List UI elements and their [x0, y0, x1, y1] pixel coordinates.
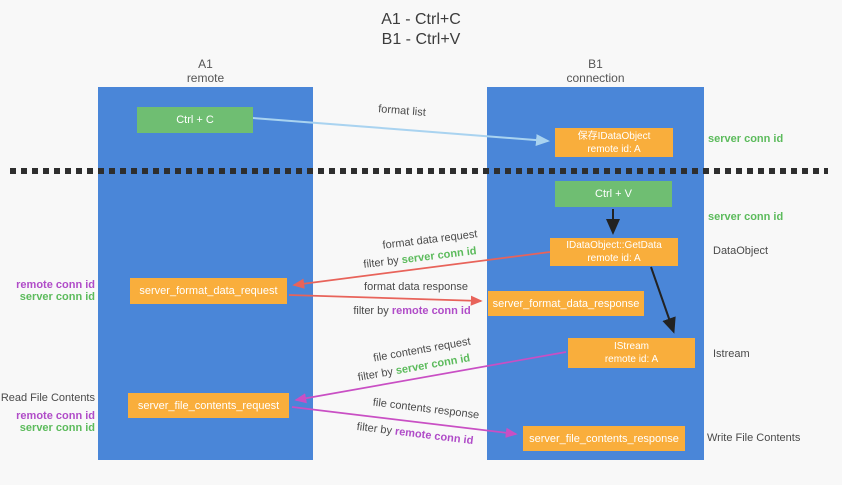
server-format-data-response-label: server_format_data_response	[492, 297, 640, 310]
node-server-file-contents-request: server_file_contents_request	[128, 393, 289, 418]
istream-line1: IStream	[613, 341, 649, 352]
remote-conn-id-label-2: remote conn id	[16, 410, 95, 422]
title-line-1: A1 - Ctrl+C	[381, 11, 461, 28]
format-list-label: format list	[377, 103, 427, 119]
save-idataobject-line1: 保存IDataObject	[577, 130, 651, 142]
node-ctrl-v: Ctrl + V	[555, 181, 672, 207]
annotation-dataobject: DataObject	[713, 245, 769, 257]
annotation-read-file-contents: Read File Contents	[0, 392, 95, 404]
annotation-istream: Istream	[713, 348, 750, 360]
filter-by-prefix-1: filter by	[362, 254, 403, 271]
server-conn-id-label-2: server conn id	[19, 422, 95, 434]
annotation-write-file-contents: Write File Contents	[707, 432, 801, 444]
file-contents-response-label: file contents response	[372, 396, 480, 422]
format-data-response-arrow	[288, 294, 483, 306]
filter-by-remote-conn-id-label-2: filter by remote conn id	[350, 420, 480, 448]
filter-by-remote-conn-id-1: remote conn id	[391, 305, 471, 317]
save-idataobject-line2: remote id: A	[587, 143, 641, 155]
annotation-server-conn-id-mid: server conn id	[708, 211, 784, 223]
column-a-id: A1	[198, 57, 213, 71]
column-b-id: B1	[588, 57, 603, 71]
machine-separator-dotted-line	[10, 168, 828, 174]
filter-by-prefix-3: filter by	[356, 365, 397, 384]
ctrl-c-label: Ctrl + C	[176, 114, 214, 126]
remote-conn-id-label-1: remote conn id	[16, 279, 95, 291]
ctrl-v-label: Ctrl + V	[595, 188, 632, 200]
diagram-title: A1 - Ctrl+C B1 - Ctrl+V	[0, 10, 842, 50]
node-server-format-data-response: server_format_data_response	[488, 291, 644, 316]
getdata-line2: remote id: A	[587, 253, 641, 264]
getdata-line1: IDataObject::GetData	[566, 240, 662, 251]
filter-by-remote-conn-id-2: remote conn id	[394, 425, 474, 448]
column-a-name: remote	[186, 71, 225, 85]
title-line-2: B1 - Ctrl+V	[381, 31, 461, 48]
node-istream: IStream remote id: A	[568, 338, 695, 368]
format-data-response-label: format data response	[364, 281, 468, 293]
column-header-a: A1 remote	[98, 57, 313, 85]
column-b-name: connection	[566, 71, 625, 85]
left-annotation-conn-ids-1: remote conn id server conn id	[8, 279, 95, 303]
filter-by-server-conn-id-1: server conn id	[401, 245, 478, 267]
filter-by-prefix-4: filter by	[356, 420, 396, 438]
server-file-contents-response-label: server_file_contents_response	[529, 432, 679, 445]
node-ctrl-c: Ctrl + C	[137, 107, 253, 133]
annotation-server-conn-id-top: server conn id	[708, 133, 784, 145]
column-header-b: B1 connection	[487, 57, 704, 85]
node-idataobject-getdata: IDataObject::GetData remote id: A	[550, 238, 678, 266]
node-server-file-contents-response: server_file_contents_response	[523, 426, 685, 451]
node-server-format-data-request: server_format_data_request	[130, 278, 287, 304]
istream-line2: remote id: A	[604, 354, 659, 365]
server-conn-id-label-1: server conn id	[19, 291, 95, 303]
server-format-data-request-label: server_format_data_request	[139, 285, 278, 297]
server-file-contents-request-label: server_file_contents_request	[137, 399, 280, 412]
node-save-idataobject: 保存IDataObject remote id: A	[555, 128, 673, 157]
left-annotation-conn-ids-2: remote conn id server conn id	[8, 410, 95, 434]
filter-by-prefix-2: filter by	[353, 305, 392, 317]
filter-by-remote-conn-id-label-1: filter by remote conn id	[342, 305, 482, 317]
